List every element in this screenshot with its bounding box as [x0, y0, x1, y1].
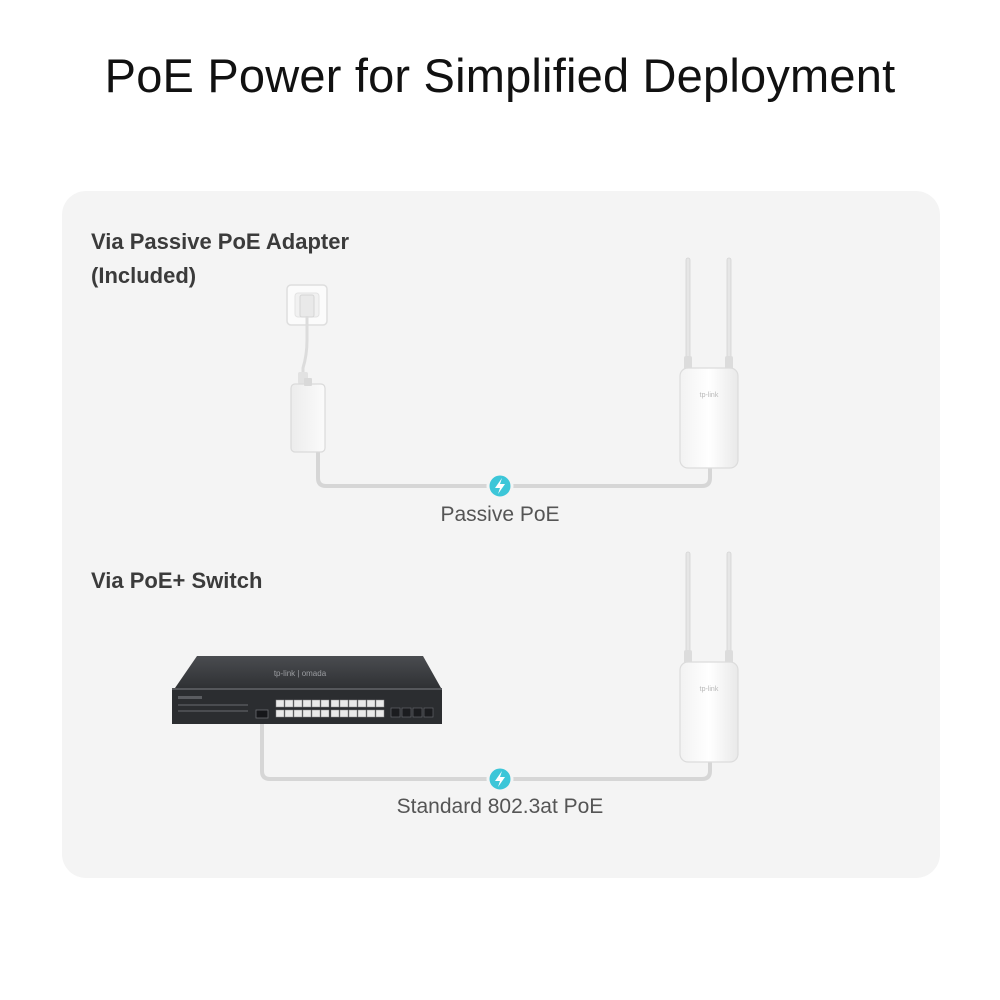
- access-point-icon: tp-link: [679, 551, 739, 763]
- power-bolt-icon: [486, 472, 514, 500]
- power-bolt-icon: [486, 765, 514, 793]
- standard-poe-label: Standard 802.3at PoE: [396, 795, 604, 818]
- standard-poe-cable: [260, 718, 712, 781]
- ap-logo-text: tp-link: [700, 686, 719, 693]
- passive-poe-label: Passive PoE: [440, 503, 560, 526]
- section-passive-label: Via Passive PoE Adapter (Included): [91, 225, 349, 293]
- adapter-power-cord: [301, 316, 309, 378]
- poe-adapter-icon: [290, 378, 326, 453]
- page-title: PoE Power for Simplified Deployment: [104, 49, 896, 102]
- diagram-panel: [62, 191, 940, 878]
- access-point-icon: tp-link: [679, 257, 739, 469]
- section-passive-label-line2: (Included): [91, 263, 197, 288]
- section-passive-label-line1: Via Passive PoE Adapter: [91, 229, 350, 254]
- switch-rj45-ports: [275, 699, 385, 718]
- poe-switch-icon: tp-link | omada: [172, 656, 442, 724]
- wall-outlet-icon: [286, 284, 328, 326]
- ap-logo-text: tp-link: [700, 392, 719, 399]
- passive-poe-cable: [316, 452, 712, 488]
- switch-logo-text: tp-link | omada: [274, 669, 327, 678]
- section-switch-label: Via PoE+ Switch: [91, 568, 263, 593]
- switch-sfp-ports: [390, 707, 434, 718]
